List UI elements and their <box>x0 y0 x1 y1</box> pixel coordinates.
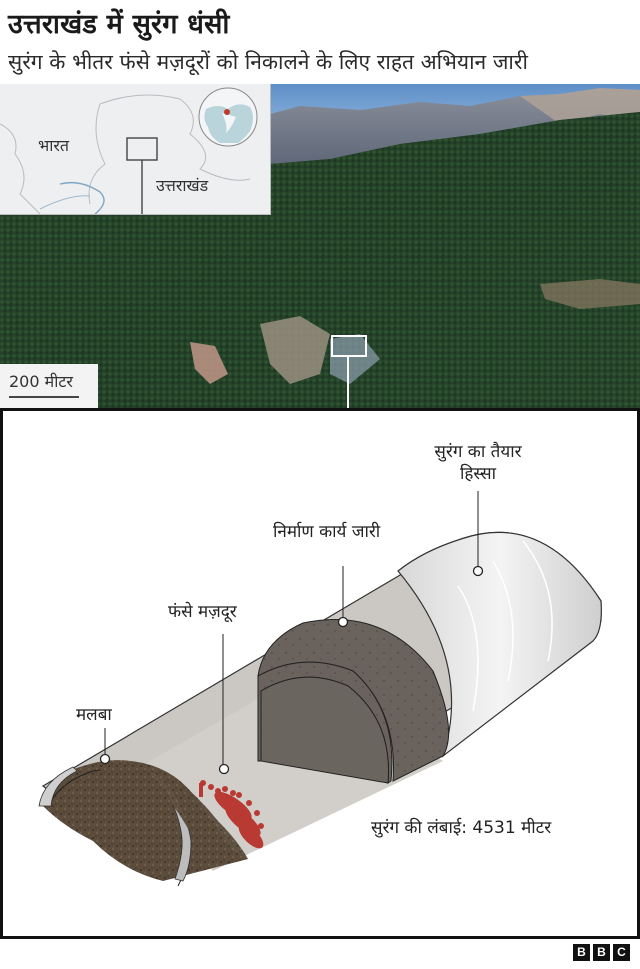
locator-map: भारत उत्तराखंड <box>0 84 271 215</box>
location-marker-icon <box>224 109 230 115</box>
country-label: भारत <box>38 136 70 155</box>
tunnel-illustration <box>38 491 602 887</box>
label-construction: निर्माण कार्य जारी <box>273 522 381 542</box>
label-debris: मलबा <box>76 705 112 725</box>
logo-letter: C <box>613 944 630 961</box>
workers-group <box>199 780 264 849</box>
globe-icon <box>198 87 258 147</box>
label-finished-section: सुरंग का तैयार हिस्सा <box>403 441 553 485</box>
label-finished-line2: हिस्सा <box>459 464 497 484</box>
map-borders <box>0 94 251 214</box>
logo-letter: B <box>573 944 590 961</box>
label-trapped-workers: फंसे मज़दूर <box>168 602 237 622</box>
scale-line <box>9 396 79 398</box>
logo-letter: B <box>593 944 610 961</box>
tunnel-length: सुरंग की लंबाई: 4531 मीटर <box>371 818 552 838</box>
tunnel-diagram: सुरंग का तैयार हिस्सा निर्माण कार्य जारी… <box>0 408 640 939</box>
bbc-logo: B B C <box>573 944 630 961</box>
label-finished-line1: सुरंग का तैयार <box>434 442 522 462</box>
scale-bar: 200 मीटर <box>0 364 98 408</box>
page-subtitle: सुरंग के भीतर फंसे मज़दूरों को निकालने क… <box>8 50 528 74</box>
scale-label: 200 मीटर <box>9 372 73 391</box>
page-title: उत्तराखंड में सुरंग धंसी <box>8 9 230 40</box>
region-label: उत्तराखंड <box>156 176 209 195</box>
